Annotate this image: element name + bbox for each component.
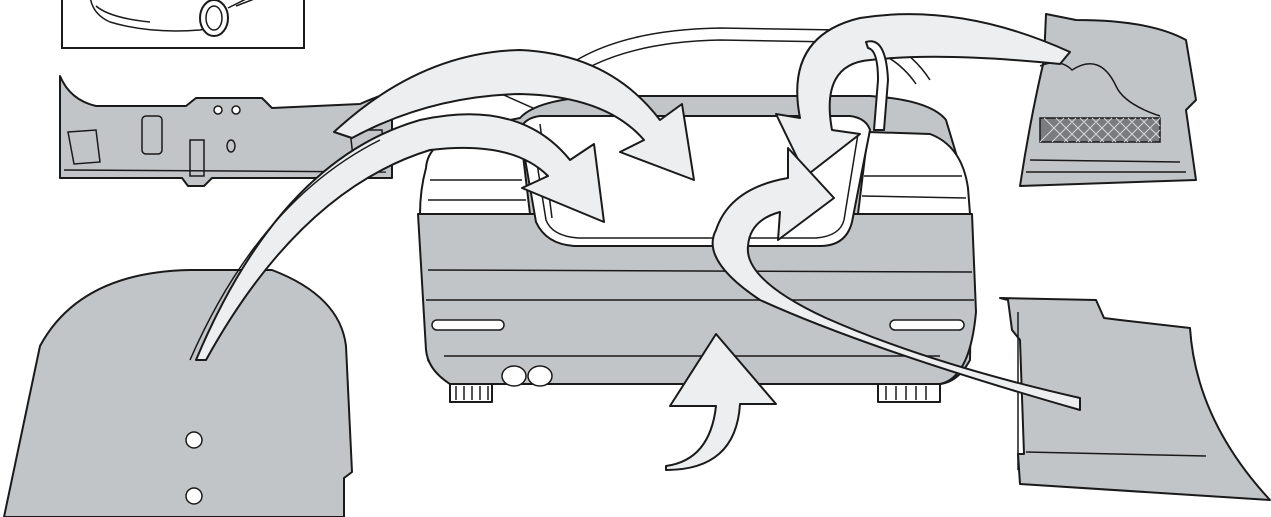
cargo-net-icon	[1040, 118, 1160, 142]
right-upper-panel	[1020, 14, 1196, 186]
car-overview-icon	[62, 0, 304, 48]
left-side-panel	[4, 270, 352, 517]
